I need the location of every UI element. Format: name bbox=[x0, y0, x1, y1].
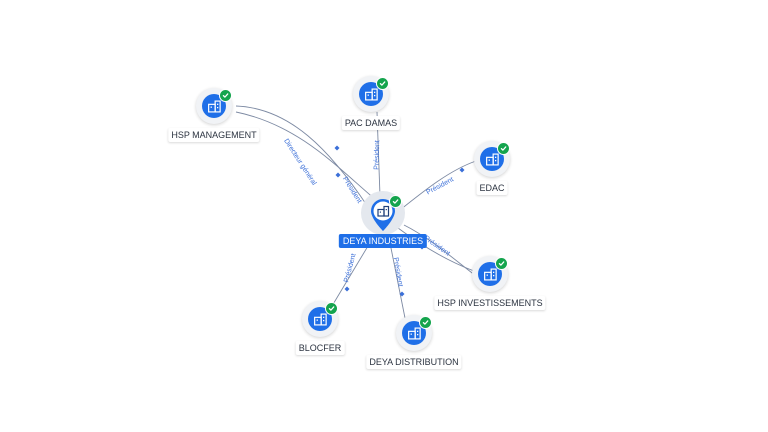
edge-line bbox=[397, 227, 475, 272]
edge-arrow-icon bbox=[335, 172, 341, 178]
edge-line bbox=[235, 105, 369, 208]
map-pin-icon bbox=[371, 199, 395, 231]
verified-check-icon bbox=[419, 316, 432, 329]
edge-arrow-icon bbox=[399, 291, 405, 297]
edge-deya-distribution-pres[interactable]: Président bbox=[388, 237, 406, 319]
verified-check-icon bbox=[376, 77, 389, 90]
verified-check-icon bbox=[219, 89, 232, 102]
node-label: HSP INVESTISSEMENTS bbox=[434, 296, 546, 310]
edge-line bbox=[403, 224, 477, 277]
edge-line bbox=[235, 111, 377, 201]
node-label: HSP MANAGEMENT bbox=[168, 128, 260, 142]
verified-check-icon bbox=[495, 257, 508, 270]
node-label: EDAC bbox=[476, 181, 508, 195]
edge-label: Président bbox=[343, 253, 357, 283]
edge-line bbox=[388, 237, 406, 319]
edge-arrow-icon bbox=[344, 286, 350, 292]
edge-label: Président bbox=[373, 140, 381, 170]
verified-check-icon bbox=[497, 142, 510, 155]
company-icon bbox=[377, 205, 390, 217]
edge-label: Président bbox=[423, 235, 451, 258]
edges-layer: Directeur généralPrésidentPrésidentPrési… bbox=[235, 105, 477, 319]
node-label: PAC DAMAS bbox=[341, 116, 401, 130]
edge-edac-pres[interactable]: Président bbox=[399, 160, 477, 211]
node-label: DEYA DISTRIBUTION bbox=[366, 355, 462, 369]
edge-label: Président bbox=[392, 257, 404, 287]
edge-line bbox=[399, 160, 477, 211]
node-label: DEYA INDUSTRIES bbox=[338, 234, 428, 248]
node-label: BLOCFER bbox=[295, 341, 345, 355]
verified-check-icon bbox=[389, 195, 402, 208]
verified-check-icon bbox=[325, 302, 338, 315]
edge-label: Directeur général bbox=[282, 138, 317, 187]
edge-label: Président bbox=[341, 176, 363, 205]
edge-arrow-icon bbox=[459, 167, 465, 173]
edge-arrow-icon bbox=[334, 145, 340, 151]
